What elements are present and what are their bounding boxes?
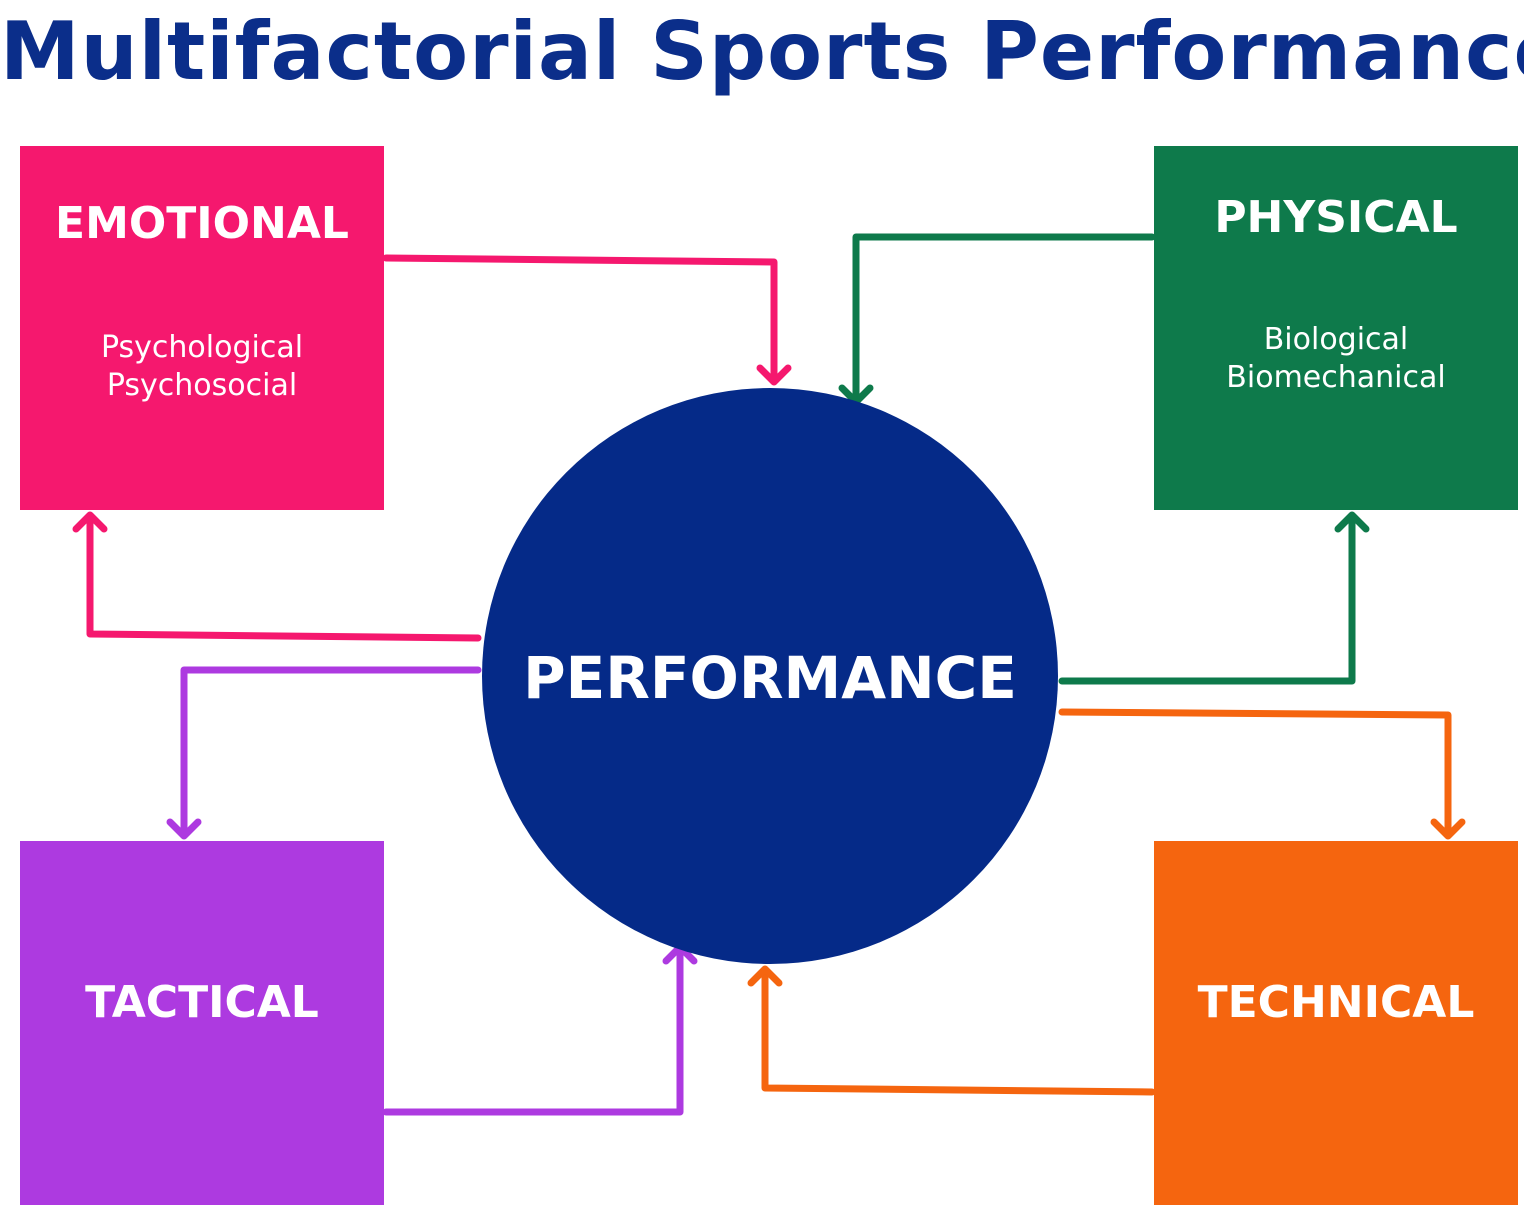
arrow-performance-to-tactical <box>166 666 482 840</box>
emotional-box: EMOTIONAL Psychological Psychosocial <box>20 146 384 510</box>
arrow-physical-to-performance <box>838 233 1156 406</box>
emotional-line-psychological: Psychological <box>100 330 304 365</box>
performance-circle: PERFORMANCE <box>482 388 1058 964</box>
arrow-emotional-to-performance <box>382 254 792 386</box>
tactical-box: TACTICAL <box>20 841 384 1205</box>
physical-subtitles: Biological Biomechanical <box>1154 321 1518 397</box>
arrow-tactical-to-performance <box>382 943 698 1116</box>
arrow-technical-to-performance <box>747 965 1156 1096</box>
performance-label: PERFORMANCE <box>523 644 1017 712</box>
emotional-title: EMOTIONAL <box>55 198 349 249</box>
technical-box: TECHNICAL <box>1154 841 1518 1205</box>
diagram-title: Multifactorial Sports Performance <box>0 5 1524 98</box>
emotional-subtitles: Psychological Psychosocial <box>20 329 384 405</box>
emotional-line-psychosocial: Psychosocial <box>106 368 298 403</box>
arrow-performance-to-emotional <box>72 511 482 642</box>
tactical-title: TACTICAL <box>85 977 319 1028</box>
physical-title: PHYSICAL <box>1214 192 1458 243</box>
physical-box: PHYSICAL Biological Biomechanical <box>1154 146 1518 510</box>
technical-title: TECHNICAL <box>1197 977 1475 1028</box>
arrow-performance-to-technical <box>1058 708 1466 840</box>
physical-line-biological: Biological <box>1263 322 1409 357</box>
arrow-performance-to-physical <box>1058 511 1370 685</box>
physical-line-biomechanical: Biomechanical <box>1226 360 1446 395</box>
